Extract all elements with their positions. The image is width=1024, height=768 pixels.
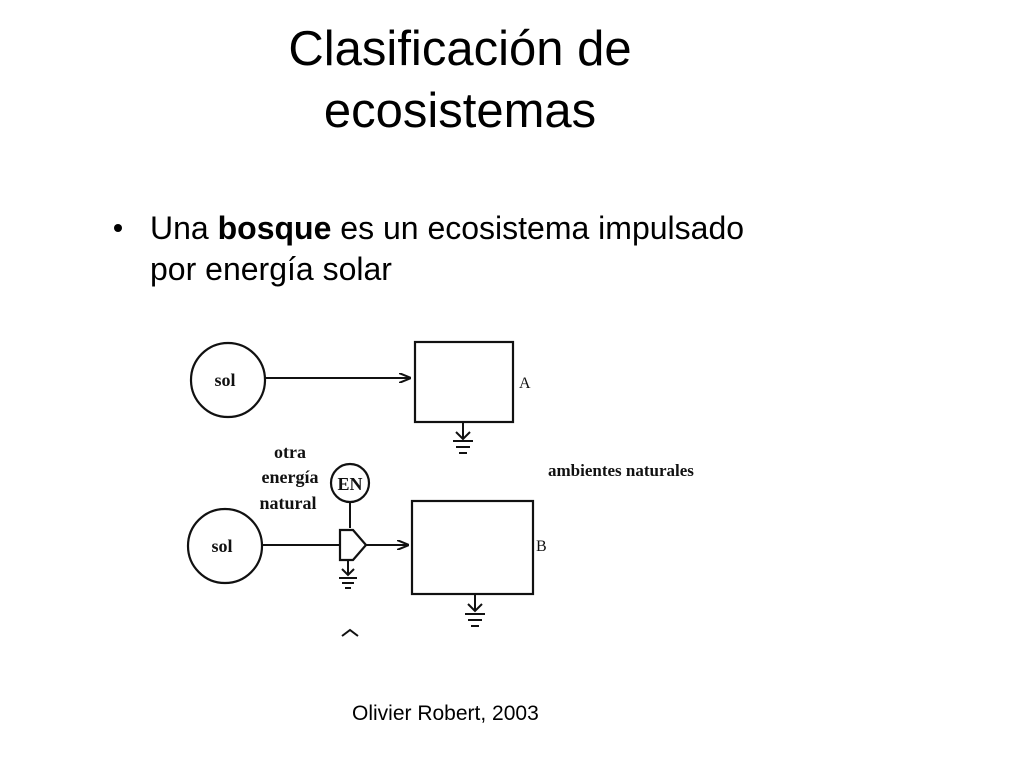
bullet-list: Una bosque es un ecosistema impulsado por… bbox=[114, 208, 870, 290]
heat-sink-gate-icon bbox=[339, 560, 357, 589]
bullet-bold-word: bosque bbox=[217, 210, 332, 246]
bullet-line-1-rest: es un ecosistema impulsado bbox=[331, 210, 745, 246]
bullet-dot-icon bbox=[114, 224, 122, 232]
other-energy-line-1: otra bbox=[274, 442, 306, 462]
citation: Olivier Robert, 2003 bbox=[352, 702, 539, 725]
en-label: EN bbox=[337, 474, 362, 494]
slide-title-line-2: ecosistemas bbox=[323, 84, 597, 138]
diagram-caption: ambientes naturales bbox=[548, 461, 694, 480]
heat-sink-a-icon bbox=[453, 422, 473, 454]
system-b: sol B bbox=[186, 499, 547, 627]
bullet-item: Una bosque es un ecosistema impulsado por… bbox=[150, 208, 870, 290]
box-label-b: B bbox=[536, 538, 547, 555]
energy-flow-diagram: sol A otra energía natural EN sol bbox=[186, 340, 694, 637]
sun-label-b: sol bbox=[211, 536, 232, 556]
other-energy-line-3: natural bbox=[259, 493, 316, 513]
ecosystem-box-b bbox=[410, 499, 535, 596]
other-energy-line-2: energía bbox=[262, 467, 319, 487]
sun-label-a: sol bbox=[214, 370, 235, 390]
box-label-a: A bbox=[519, 375, 531, 392]
other-energy-label: otra energía natural bbox=[259, 442, 318, 513]
heat-sink-b-icon bbox=[465, 594, 485, 627]
system-a: sol A bbox=[189, 340, 531, 454]
slide-title: Clasificación de ecosistemas bbox=[200, 18, 720, 142]
bullet-line-2: por energía solar bbox=[150, 251, 392, 287]
bullet-prefix: Una bbox=[150, 210, 218, 246]
ecosystem-box-a bbox=[413, 340, 515, 424]
sun-source-a bbox=[189, 341, 267, 419]
interaction-gate-icon bbox=[338, 528, 368, 562]
cropped-caret-mark bbox=[341, 628, 359, 637]
slide-title-line-1: Clasificación de bbox=[288, 22, 632, 76]
